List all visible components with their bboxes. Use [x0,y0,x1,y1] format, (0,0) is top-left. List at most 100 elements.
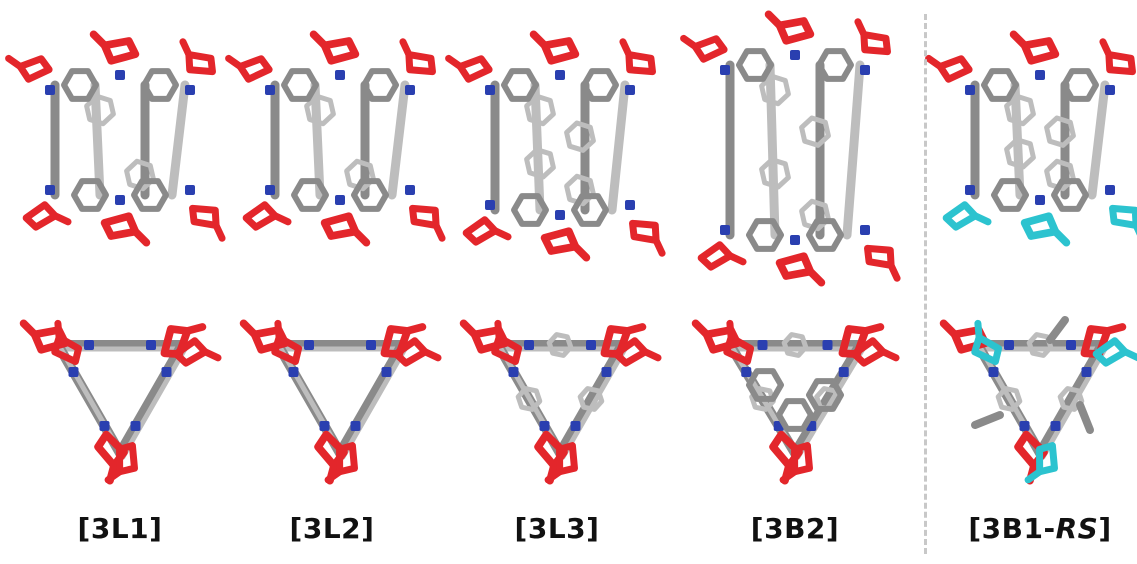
nitrogen-atom [335,70,345,80]
terminal-group [854,18,891,56]
nitrogen-atom [485,85,495,95]
nitrogen-atom [1035,195,1045,205]
terminal-arm [271,212,292,226]
label-3L3: [3L3] [514,512,600,545]
aromatic-ring [1044,115,1076,148]
terminal-arm [691,319,711,339]
terminal-arm [925,54,944,71]
cap-ring [1051,178,1089,212]
terminal-ring [320,37,360,65]
terminal-group [629,219,666,257]
terminal-arm [89,30,109,50]
edge-ring [1057,386,1085,412]
label-3B1-RS-prefix: [3B1- [968,512,1056,545]
terminal-arm [54,319,63,341]
pillar [1087,80,1110,200]
nitrogen-atom [1035,70,1045,80]
nitrogen-atom [115,70,125,80]
nitrogen-atom [1019,421,1030,431]
top-view-3 [459,319,662,485]
cap-ring [511,193,549,227]
terminal-arm [432,221,446,242]
terminal-ring [100,37,140,65]
aromatic-ring [799,198,831,232]
terminal-group [445,54,493,83]
aromatic-ring [1004,93,1036,127]
nitrogen-atom [99,421,110,431]
terminal-ring [691,35,728,63]
terminal-ring [1036,442,1058,476]
terminal-arm [239,319,259,339]
nitrogen-atom [555,210,565,220]
nitrogen-atom [115,195,125,205]
terminal-group [697,241,747,271]
aromatic-ring [524,93,556,127]
terminal-arm [623,323,647,335]
terminal-arm [887,261,901,282]
nitrogen-atom [68,367,79,377]
terminal-arm [571,242,591,262]
side-view-1 [5,30,226,247]
terminal-arm [1121,348,1137,362]
cap-ring [61,68,99,102]
nitrogen-atom [185,185,195,195]
terminal-group [271,319,303,366]
cap-ring [361,68,399,102]
nitrogen-atom [539,421,550,431]
terminal-group [942,201,992,231]
terminal-group [309,30,360,65]
terminal-ring [336,442,358,476]
terminal-arm [324,468,344,484]
terminal-group [764,10,815,45]
terminal-arm [854,18,868,39]
terminal-group [320,212,371,247]
aromatic-ring [1004,137,1036,170]
terminal-arm [183,323,207,335]
nitrogen-atom [185,85,195,95]
nitrogen-atom [381,367,392,377]
terminal-group [1099,38,1136,76]
terminal-group [864,244,901,282]
cap-ring [816,48,854,82]
terminal-arm [529,30,549,50]
nitrogen-atom [130,421,141,431]
cap-ring [581,68,619,102]
terminal-group [5,54,53,83]
terminal-arm [652,236,666,257]
terminal-group [225,54,273,83]
label-3L1: [3L1] [77,512,163,545]
side-view-row [5,10,1137,287]
nitrogen-atom [265,185,275,195]
terminal-ring [775,17,815,45]
terminal-group [462,216,512,246]
methyl-stick [1046,316,1069,344]
terminal-group [1020,212,1071,247]
terminal-arm [131,227,151,247]
top-view-4 [691,319,900,485]
edge-stick [560,346,628,460]
nitrogen-atom [965,185,975,195]
nitrogen-atom [45,85,55,95]
terminal-ring [625,51,656,76]
terminal-ring [775,252,815,280]
pillar [842,60,865,240]
terminal-group [540,227,591,262]
edge-ring [749,386,776,412]
edge-stick [340,346,408,460]
terminal-arm [764,10,784,30]
nitrogen-atom [555,70,565,80]
nitrogen-atom [1050,421,1061,431]
terminal-ring [462,216,499,246]
terminal-arm [974,319,983,341]
nitrogen-atom [1004,340,1014,350]
nitrogen-atom [288,367,299,377]
aromatic-ring [564,173,596,207]
pillar [387,80,410,200]
terminal-ring [185,51,216,76]
terminal-group [392,337,442,367]
nitrogen-atom [265,85,275,95]
terminal-arm [680,34,699,51]
terminal-ring [791,442,813,476]
nitrogen-atom [350,421,361,431]
terminal-ring [100,212,140,240]
